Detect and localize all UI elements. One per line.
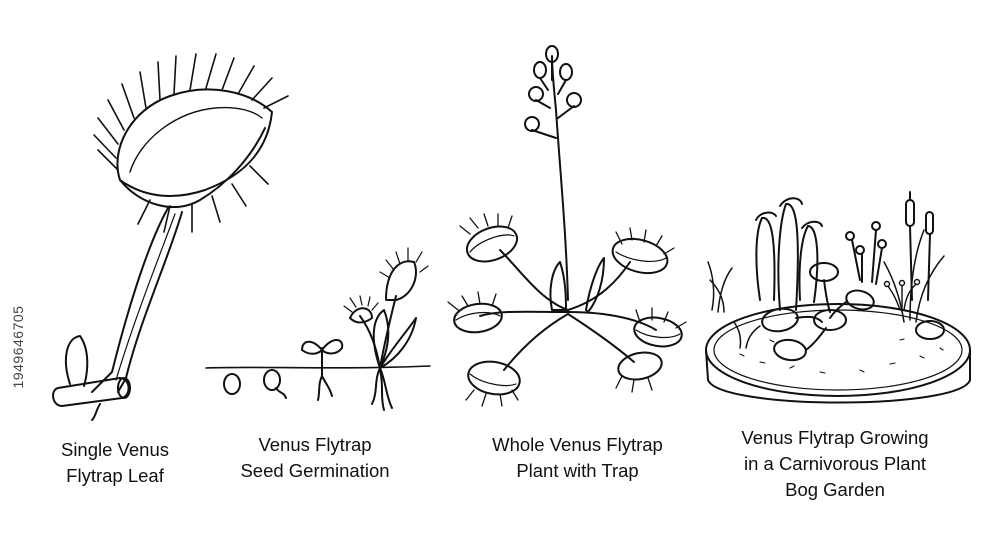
caption-line: Single Venus xyxy=(60,439,169,460)
trap-upper-lobe xyxy=(116,88,273,197)
trap-mid-left xyxy=(453,302,503,334)
trap-inner-rim xyxy=(129,106,263,173)
seed-germination-illustration xyxy=(205,247,431,411)
seedling-small xyxy=(301,339,344,401)
planter-pot xyxy=(705,303,971,404)
bog-garden-illustration xyxy=(705,191,971,404)
trap-top-right xyxy=(611,237,669,275)
seedling-with-trap xyxy=(343,247,429,411)
trap-bottom-left xyxy=(467,360,521,396)
caption-whole-plant: Whole Venus Flytrap Plant with Trap xyxy=(445,432,710,484)
caption-bog-garden: Venus Flytrap Growing in a Carnivorous P… xyxy=(700,425,970,503)
caption-line: in a Carnivorous Plant xyxy=(743,453,926,474)
trap-bottom-right xyxy=(617,351,663,381)
caption-single-leaf: Single Venus Flytrap Leaf xyxy=(20,437,210,489)
trap-mid-right xyxy=(633,316,683,348)
caption-seed-germination: Venus Flytrap Seed Germination xyxy=(200,432,430,484)
cattails xyxy=(905,191,934,301)
caption-line: Plant with Trap xyxy=(516,460,639,481)
leaf-petiole xyxy=(91,207,183,393)
rosette-leaves xyxy=(479,249,657,371)
trap-lower-lobe xyxy=(119,127,266,209)
flower-cluster xyxy=(524,45,582,139)
radicle xyxy=(275,387,287,399)
trap-top-left xyxy=(465,225,519,263)
sundew-plant xyxy=(883,278,921,313)
bud xyxy=(64,335,89,387)
sprouting-seed xyxy=(263,369,281,391)
caption-line: Whole Venus Flytrap xyxy=(492,434,663,455)
stock-id-watermark: 1949646705 xyxy=(10,305,26,389)
seed xyxy=(223,373,241,395)
small-flowers xyxy=(845,221,887,285)
whole-plant-illustration xyxy=(447,45,687,407)
stem-cut-end xyxy=(117,377,131,399)
trap-cilia-whole-plant xyxy=(447,213,687,407)
caption-line: Venus Flytrap xyxy=(258,434,372,455)
caption-line: Venus Flytrap Growing xyxy=(741,427,929,448)
leaf-petiole-midline xyxy=(115,213,176,381)
pitcher-plants xyxy=(755,197,823,311)
single-leaf-illustration xyxy=(52,53,289,421)
trap-cilia xyxy=(93,53,289,233)
small-root xyxy=(91,403,101,421)
caption-line: Flytrap Leaf xyxy=(66,465,164,486)
caption-line: Seed Germination xyxy=(240,460,390,481)
soil-texture xyxy=(739,338,944,374)
soil-line xyxy=(205,365,431,369)
caption-line: Bog Garden xyxy=(785,479,885,500)
garden-flytraps xyxy=(761,262,945,362)
grass-tufts xyxy=(707,229,945,349)
